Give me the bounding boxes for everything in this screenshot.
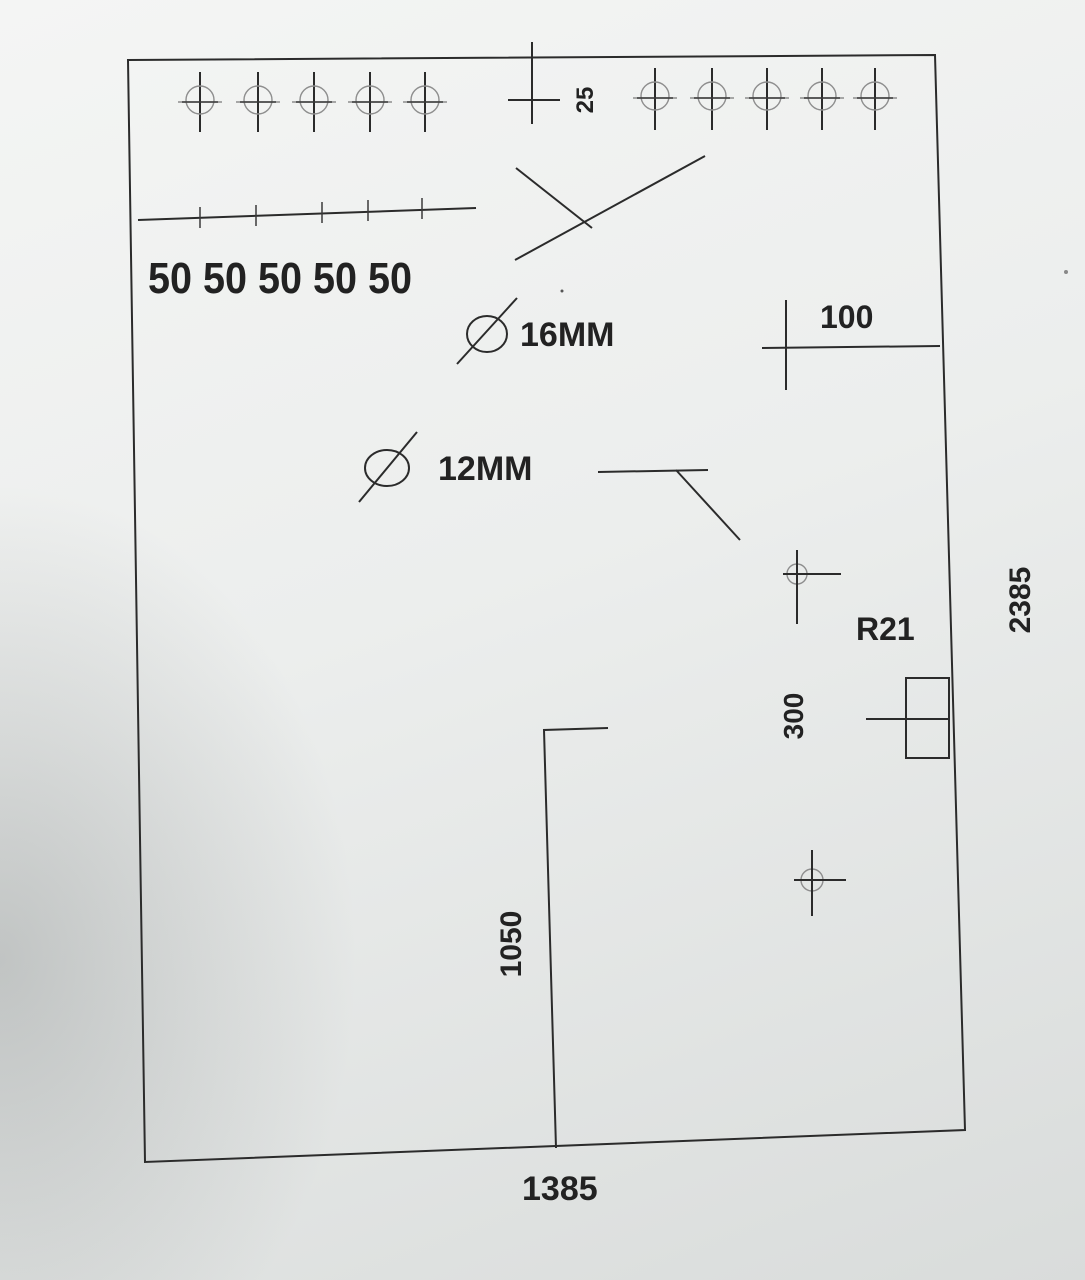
diameter-symbol-icon (456, 297, 518, 365)
top-offset-label: 25 (572, 87, 599, 114)
large-hole-label: 16MM (520, 316, 614, 354)
right-offset-label: 100 (820, 299, 873, 335)
speck (1064, 270, 1068, 274)
right-hole-row (633, 68, 897, 130)
sheet-outline (126, 53, 967, 1164)
left-hole-row (178, 72, 447, 132)
hole-crosshair-icon (403, 72, 447, 132)
hole-crosshair-icon (745, 68, 789, 130)
diameter-symbol-icon (358, 431, 418, 503)
hole-crosshair-icon (633, 68, 677, 130)
hole-crosshair-icon (783, 550, 841, 624)
overall-width-label: 1385 (522, 1170, 598, 1208)
radius-label: R21 (856, 611, 915, 647)
notch-outline (542, 727, 609, 1149)
top-offset-dimension: 25 (508, 42, 599, 124)
overall-height-label: 2385 (1004, 567, 1037, 634)
hole-crosshair-icon (236, 72, 280, 132)
hole-crosshair-icon (794, 850, 846, 916)
spacing-label: 50 50 50 50 50 (148, 254, 412, 303)
hole-crosshair-icon (690, 68, 734, 130)
radius-detail (866, 677, 950, 759)
right-offset-dimension (761, 300, 941, 390)
hole-crosshair-icon (292, 72, 336, 132)
hole-crosshair-icon (800, 68, 844, 130)
hole-crosshair-icon (178, 72, 222, 132)
speck (560, 289, 564, 293)
notch-height-label: 1050 (495, 911, 528, 978)
hole-crosshair-icon (853, 68, 897, 130)
hole-crosshair-icon (348, 72, 392, 132)
small-hole-leader (597, 469, 741, 541)
leader-lines (514, 155, 706, 261)
spacing-dimension (137, 198, 477, 228)
hole-spacing-label: 300 (778, 693, 809, 740)
small-hole-label: 12MM (438, 450, 532, 488)
